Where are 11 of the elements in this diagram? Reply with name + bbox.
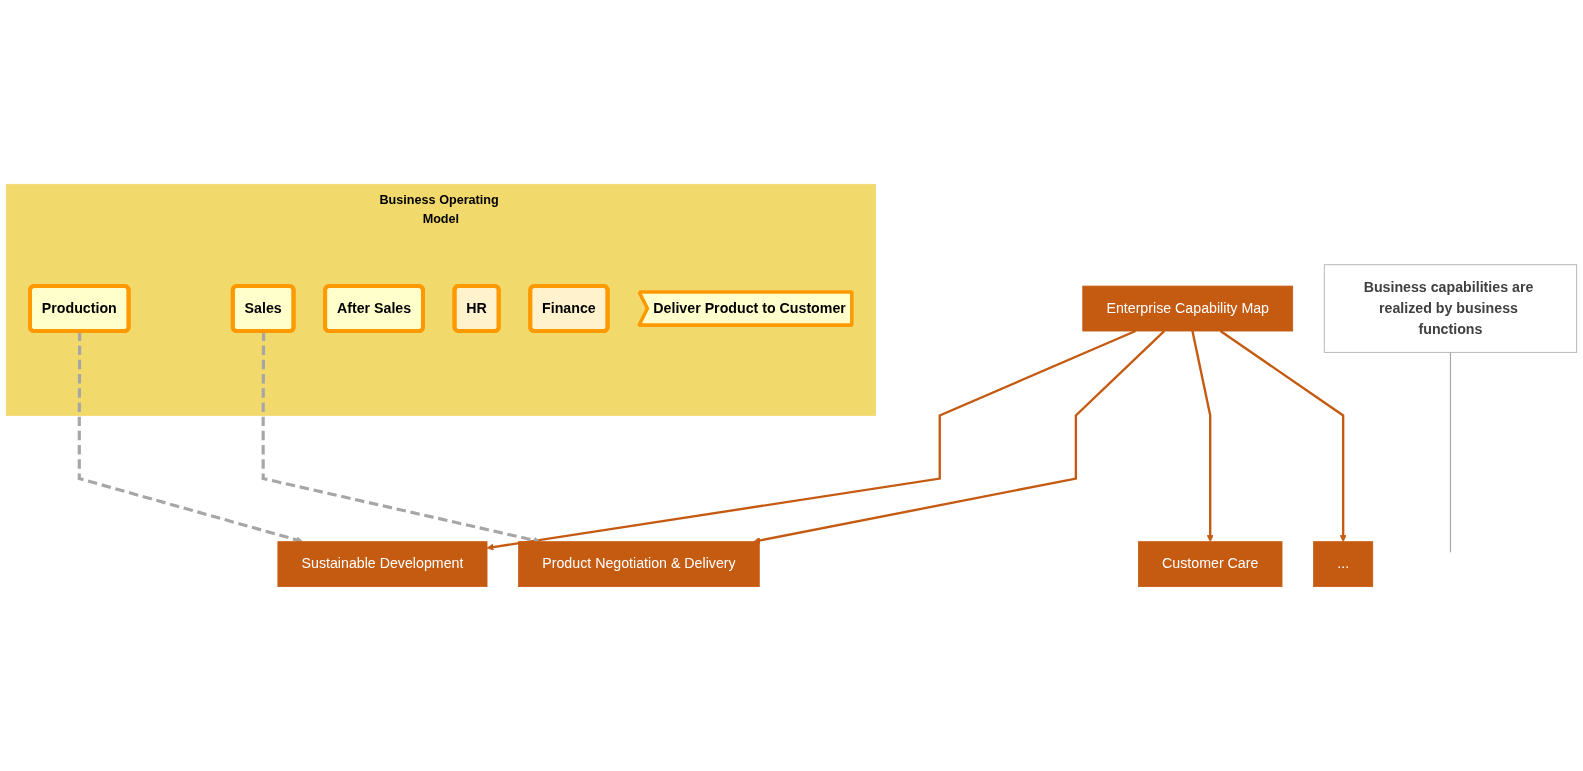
arrow bbox=[1191, 330, 1214, 542]
node-box: Customer Care bbox=[1138, 541, 1283, 588]
node-box: Business capabilities are realized by business functions bbox=[1323, 264, 1578, 353]
connector bbox=[1449, 351, 1452, 553]
node-box: Product Negotiation & Delivery bbox=[518, 541, 760, 588]
node-box: Sustainable Development bbox=[277, 541, 488, 588]
node-box: ... bbox=[1313, 541, 1374, 588]
arrow bbox=[753, 330, 1165, 544]
arrow bbox=[1219, 330, 1347, 542]
node-box: Enterprise Capability Map bbox=[1082, 285, 1294, 332]
arrow bbox=[486, 330, 1137, 551]
